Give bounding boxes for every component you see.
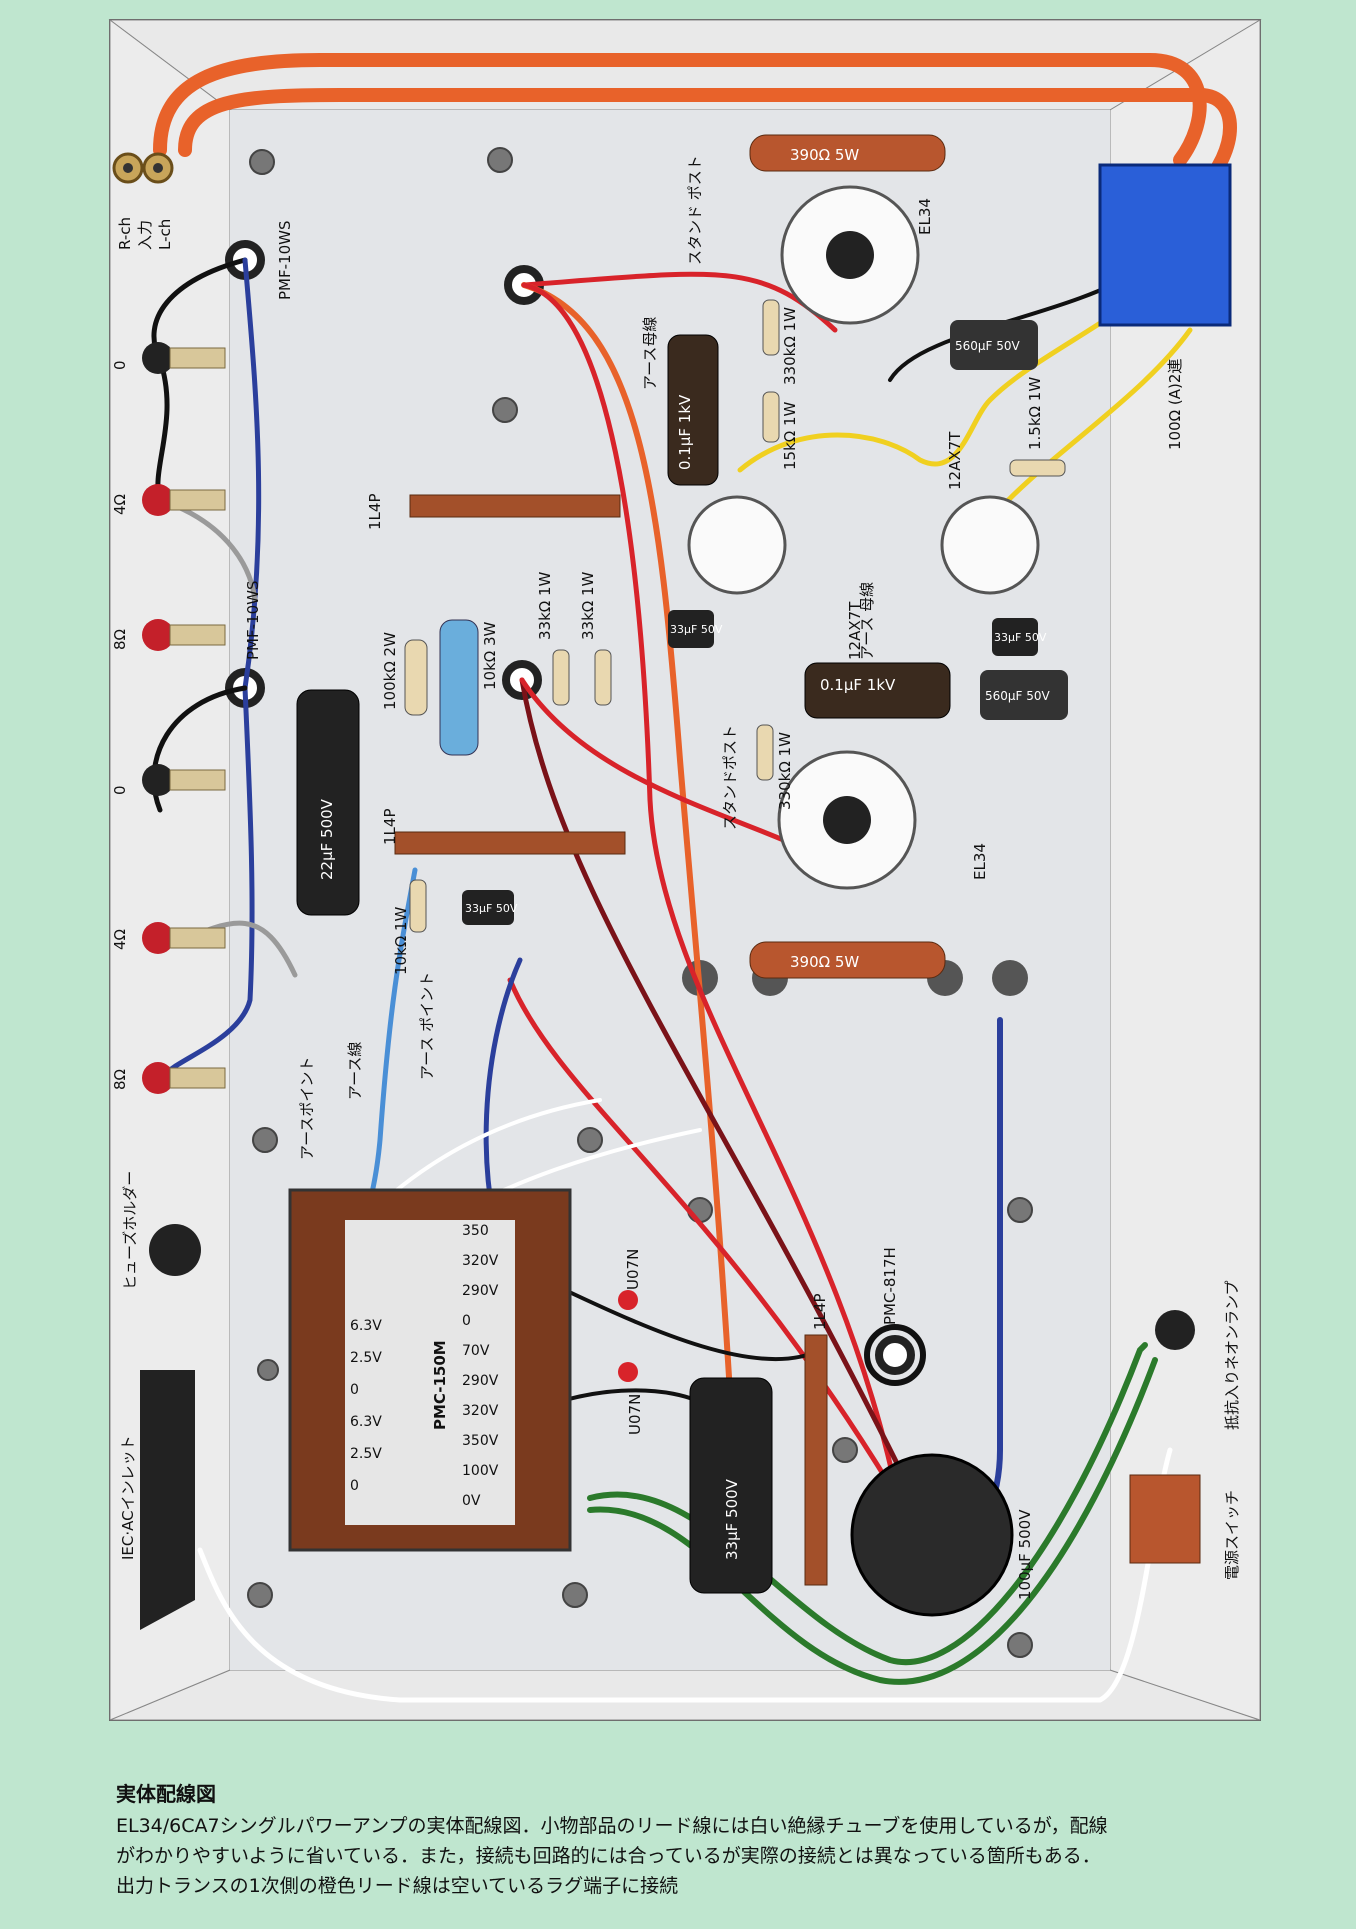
label-cap-22uf: 22μF 500V <box>318 798 336 880</box>
chassis-wall-bottom <box>109 1669 1261 1721</box>
label-power-switch: 電源スイッチ <box>1223 1490 1241 1580</box>
fuse-holder-body <box>149 1224 201 1276</box>
label-sp-8-bot: 8Ω <box>111 1069 129 1090</box>
label-sp-0-top: 0 <box>111 360 129 370</box>
mount-screws <box>247 147 1033 1658</box>
label-res-10k-3w: 10kΩ 3W <box>481 621 499 690</box>
figure-caption: 実体配線図 EL34/6CA7シングルパワーアンプの実体配線図．小物部品のリード… <box>116 1778 1296 1901</box>
speaker-terminals <box>142 342 226 1094</box>
power-switch-body <box>1129 1474 1201 1564</box>
label-neon-lamp: 抵抗入りネオンランプ <box>1223 1280 1241 1430</box>
label-res-10k-1w: 10kΩ 1W <box>392 906 410 975</box>
label-cap-01uf-a: 0.1μF 1kV <box>676 394 694 470</box>
label-res-330k-b: 330kΩ 1W <box>776 732 794 810</box>
pt-tap-right: 320V <box>462 1253 499 1269</box>
label-standoff-top: スタンド ポスト <box>686 155 704 265</box>
diode-b-icon <box>618 1362 638 1382</box>
label-choke: PMC-817H <box>881 1247 899 1325</box>
label-lug-top: 1L4P <box>366 494 384 531</box>
caption-line-2: がわかりやすいように省いている．また，接続も回路的には合っているが実際の接続とは… <box>116 1845 1101 1867</box>
lug-strip-top <box>409 494 621 518</box>
label-res-33k-b: 33kΩ 1W <box>579 571 597 640</box>
label-earth-point-mid: アース ポイント <box>418 972 436 1080</box>
power-transformer <box>288 1188 572 1552</box>
label-lug-mid: 1L4P <box>381 809 399 846</box>
label-earth-wire: アース線 <box>346 1042 364 1100</box>
wiring-diagram-svg: R-ch 入力 L-ch PMF-10WS PMF-10WS 0 4Ω 8Ω 0… <box>108 19 1262 1721</box>
tube-sockets <box>687 185 1040 890</box>
pt-tap-right: 70V <box>462 1343 490 1359</box>
label-cap-01uf-b: 0.1μF 1kV <box>820 676 896 694</box>
label-cap-33uf-500v: 33μF 500V <box>723 1478 741 1560</box>
caption-title: 実体配線図 <box>116 1782 216 1806</box>
pt-tap-left: 0 <box>350 1478 359 1494</box>
label-sp-4-top: 4Ω <box>111 494 129 515</box>
label-earth-point-left: アースポイント <box>298 1057 316 1160</box>
capacitors <box>296 320 1068 1617</box>
caption-line-3: 出力トランスの1次側の橙色リード線は空いているラグ端子に接続 <box>116 1875 679 1897</box>
input-jacks <box>112 152 174 184</box>
label-tube-el34-top: EL34 <box>916 198 934 235</box>
label-input-rch: R-ch <box>116 217 134 250</box>
pt-tap-right: 320V <box>462 1403 499 1419</box>
label-fuse-holder: ヒューズホルダー <box>121 1171 139 1290</box>
pt-tap-left: 6.3V <box>350 1318 382 1334</box>
pt-tap-right: 350V <box>462 1433 499 1449</box>
label-sp-0-bot: 0 <box>111 785 129 795</box>
label-res-390-bot: 390Ω 5W <box>790 953 859 971</box>
label-ac-inlet: IEC·ACインレット <box>119 1435 137 1560</box>
label-earth-bus-top: アース母線 <box>641 317 659 390</box>
resistors <box>404 134 1066 979</box>
label-cap-560-b: 560μF 50V <box>985 689 1051 703</box>
label-cap-33uf-a: 33μF 50V <box>670 623 723 636</box>
label-diode-b: U07N <box>626 1394 644 1435</box>
label-input-lch: L-ch <box>156 219 174 250</box>
pt-tap-right: 100V <box>462 1463 499 1479</box>
label-earth-bus-mid: アース 母線 <box>858 582 876 660</box>
label-res-330k-a: 330kΩ 1W <box>781 307 799 385</box>
label-cap-33uf-b: 33μF 50V <box>994 631 1047 644</box>
label-cap-33uf-left: 33μF 50V <box>465 902 518 915</box>
neon-lamp-body <box>1155 1310 1195 1350</box>
label-pmf-top: PMF-10WS <box>276 221 294 300</box>
label-res-390-top: 390Ω 5W <box>790 146 859 164</box>
label-pt-model: PMC-150M <box>431 1340 449 1430</box>
lug-strip-mid <box>394 831 626 855</box>
label-cap-560-a: 560μF 50V <box>955 339 1021 353</box>
label-tube-12ax7-right: 12AX7T <box>946 431 964 490</box>
label-input-kanji: 入力 <box>136 220 154 250</box>
pt-tap-right: 350 <box>462 1223 489 1239</box>
ac-inlet-body <box>140 1370 195 1630</box>
pt-tap-right: 290V <box>462 1283 499 1299</box>
label-potentiometer: 100Ω (A)2連 <box>1166 359 1184 450</box>
label-standoff-bot: スタンドポスト <box>721 725 739 830</box>
label-tube-el34-bot: EL34 <box>971 843 989 880</box>
label-res-33k-a: 33kΩ 1W <box>536 571 554 640</box>
lug-strip-bottom <box>804 1334 828 1586</box>
pt-tap-left: 2.5V <box>350 1446 382 1462</box>
pt-tap-left: 2.5V <box>350 1350 382 1366</box>
label-res-15k-right: 1.5kΩ 1W <box>1026 377 1044 450</box>
pt-tap-right: 0V <box>462 1493 481 1509</box>
caption-line-1: EL34/6CA7シングルパワーアンプの実体配線図．小物部品のリード線には白い絶… <box>116 1815 1108 1837</box>
label-res-100k: 100kΩ 2W <box>381 632 399 710</box>
label-lug-bottom: 1L4P <box>811 1294 829 1331</box>
label-tube-12ax7-left: 12AX7T <box>846 601 864 660</box>
potentiometer <box>1098 163 1232 327</box>
caption-body: EL34/6CA7シングルパワーアンプの実体配線図．小物部品のリード線には白い絶… <box>116 1811 1296 1901</box>
label-sp-8-top: 8Ω <box>111 629 129 650</box>
transformer-tap-labels: 350 320V 290V 0 70V 290V 320V 350V 100V 0V 6.3V 2.5… <box>350 1223 499 1509</box>
label-sp-4-bot: 4Ω <box>111 929 129 950</box>
label-pmf-mid: PMF-10WS <box>244 581 262 660</box>
pt-tap-right: 290V <box>462 1373 499 1389</box>
pt-tap-left: 6.3V <box>350 1414 382 1430</box>
label-res-15k: 15kΩ 1W <box>781 401 799 470</box>
diode-a-icon <box>618 1290 638 1310</box>
wiring-diagram: R-ch 入力 L-ch PMF-10WS PMF-10WS 0 4Ω 8Ω 0… <box>108 19 1262 1721</box>
pt-tap-left: 0 <box>350 1382 359 1398</box>
label-cap-100uf: 100μF 500V <box>1016 1509 1034 1600</box>
label-diode-a: U07N <box>624 1249 642 1290</box>
choke-grommet <box>864 1324 926 1386</box>
pt-tap-right: 0 <box>462 1313 471 1329</box>
